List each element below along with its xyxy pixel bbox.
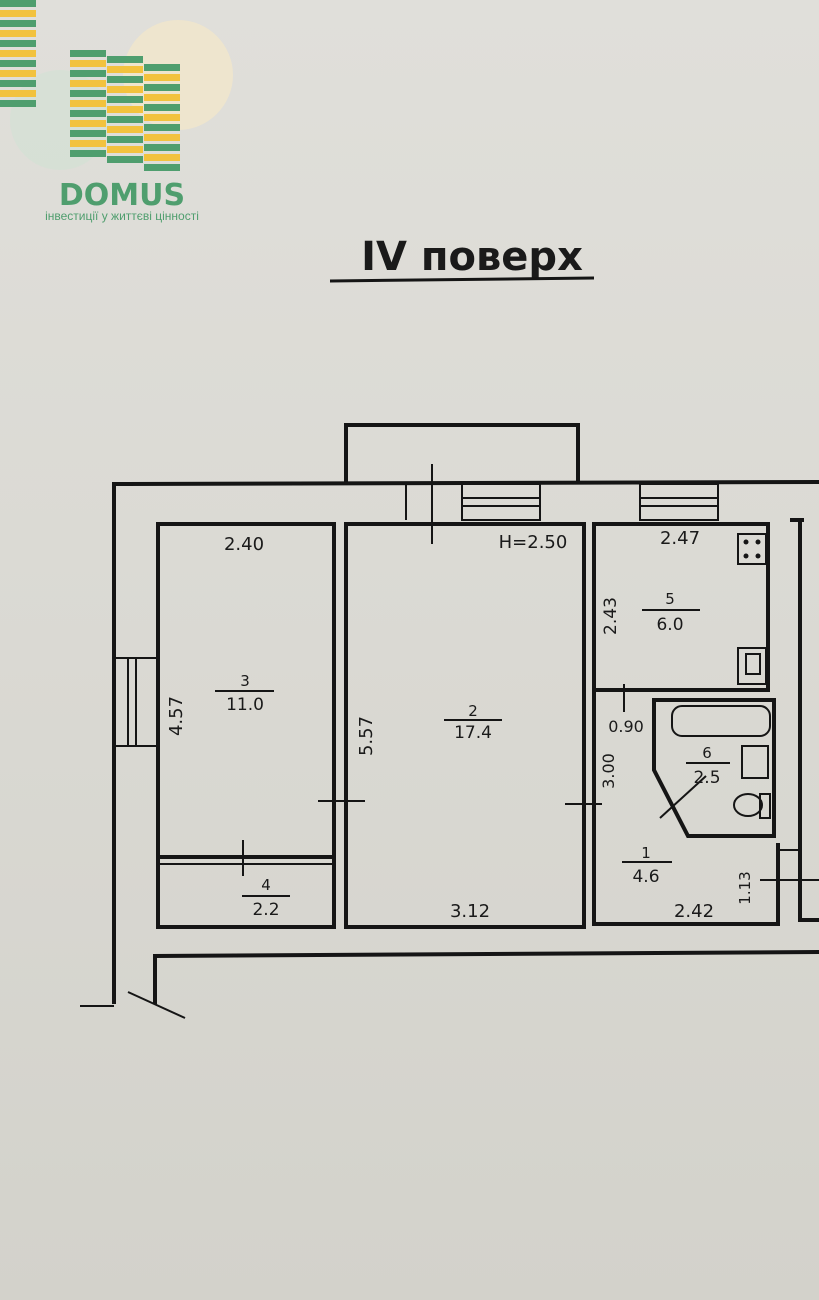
room-label-4: 4 2.2 [242,876,290,920]
room-6-walls [652,698,776,838]
stove-icon [737,533,767,565]
window-room-2 [461,483,541,521]
room-labels: 3 11.0 2 17.4 4 2.2 5 6.0 6 2.5 1 4.6 [215,590,730,920]
dim-room1-width: 2.42 [674,901,714,922]
room-5-walls [592,522,770,692]
balcony [344,423,580,483]
dim-room1-side: 1.13 [736,871,754,904]
room-area: 2.2 [252,900,279,920]
dim-room3-length: 4.57 [166,696,187,736]
dim-room2-width: 3.12 [450,901,490,922]
room-area: 2.5 [693,768,720,788]
room-label-3: 3 11.0 [215,672,274,715]
fixtures [671,533,771,819]
room-label-5: 5 6.0 [642,590,700,635]
entry-door-swing [127,991,186,1019]
floor-title: IV поверх [361,234,583,280]
room-label-6: 6 2.5 [686,744,730,788]
room-number: 6 [702,744,712,762]
room-number: 1 [641,844,651,862]
room-area: 17.4 [454,723,492,743]
right-wall [798,520,819,922]
room-2-walls [344,522,586,929]
dim-room3-width: 2.40 [224,534,264,555]
room-number: 4 [261,876,271,894]
ceiling-height: H=2.50 [499,532,568,553]
room-area: 4.6 [632,867,659,887]
room-1-walls [592,690,780,926]
bathroom-sink-icon [741,745,769,779]
domus-logo: DOMUS інвестиції у життєві цінності [0,0,233,223]
room-area: 6.0 [656,615,683,635]
window-room-5 [639,483,719,521]
dim-room6-door: 0.90 [608,717,644,736]
logo-brand: DOMUS [59,178,185,213]
outer-wall-top-left [112,480,819,1004]
outer-wall-bottom [153,950,819,1004]
room-label-2: 2 17.4 [444,702,502,743]
kitchen-sink-icon [737,647,767,685]
bathtub-icon [671,705,771,737]
room-number: 2 [468,702,478,720]
dim-room5-width: 2.47 [660,528,700,549]
floor-plan-walls [80,423,819,1019]
windows [113,483,719,747]
dim-room5-length: 2.43 [601,597,621,635]
room-number: 5 [665,590,675,608]
floor-title-underline [329,276,595,283]
room-number: 3 [240,672,250,690]
room-6-door [659,775,707,819]
toilet-icon [733,793,763,817]
dimension-labels: 2.40 4.57 5.57 H=2.50 3.12 2.47 2.43 0.9… [166,528,754,922]
room-label-1: 1 4.6 [622,844,672,887]
logo-tagline: інвестиції у життєві цінності [45,209,199,223]
logo-building-icon [0,0,180,171]
room-area: 11.0 [226,695,264,715]
dim-room2-length: 5.57 [356,716,377,756]
dim-room1-length: 3.00 [599,753,618,789]
